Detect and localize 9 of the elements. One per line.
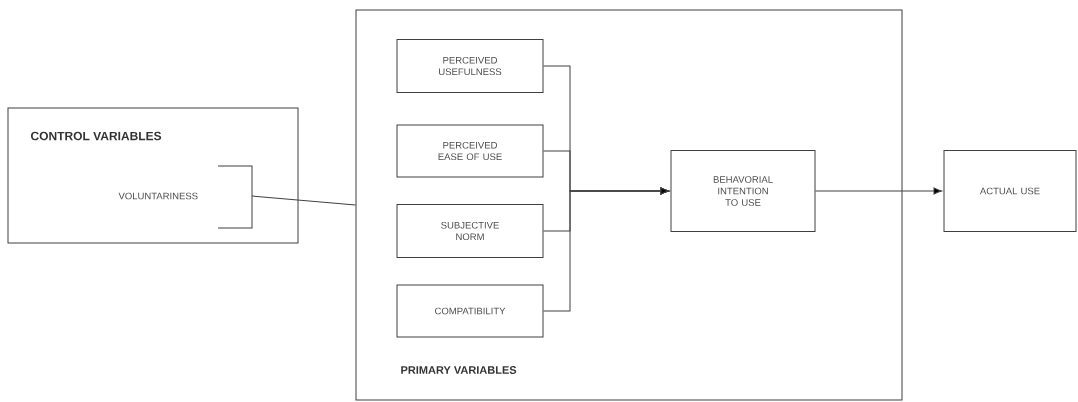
label-text: VOLUNTARINESS	[118, 192, 198, 200]
process-box: ACTUAL USE	[943, 150, 1077, 232]
process-box: SUBJECTIVE NORM	[396, 204, 544, 258]
process-box: COMPATIBILITY	[396, 284, 544, 338]
connector-arrow	[815, 187, 943, 195]
process-box: PERCEIVED USEFULNESS	[396, 39, 544, 93]
process-box: PERCEIVED EASE OF USE	[396, 124, 544, 178]
connector-arrow	[543, 187, 670, 312]
process-box: BEHAVORIAL INTENTION TO USE	[670, 150, 816, 232]
